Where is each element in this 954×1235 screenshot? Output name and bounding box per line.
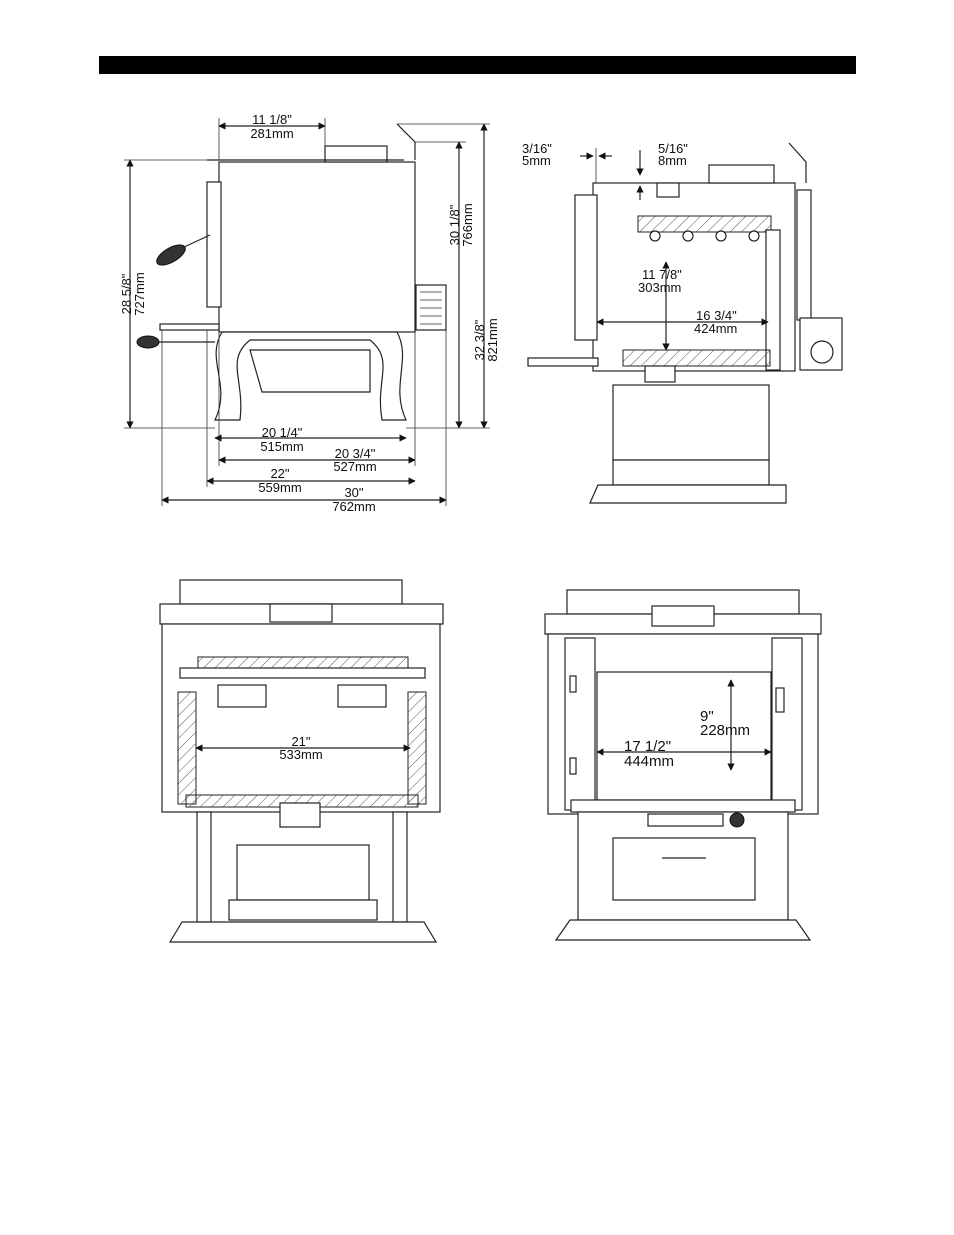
door-handle-icon [156,244,186,266]
ash-handle-icon [136,335,160,349]
pedestal-legs [214,331,407,421]
top-offset-in: 11 1/8" [252,112,292,127]
fan-box [415,284,447,331]
side-view: 11 1/8" 281mm 28 5/8" 727mm 30 1/8" 766m… [119,112,500,514]
rear-width-mm: 533mm [279,747,322,762]
section-view: 3/16" 5mm 5/16" 8mm 11 7/8" 303mm 16 3/4… [522,141,843,504]
length-in: 16 3/4" [696,308,737,323]
base-plate-section [589,484,787,504]
height-b-mm: 727mm [132,272,147,315]
front-height-mm: 228mm [700,722,750,739]
front-view: 9" 228mm 17 1/2" 444mm [544,589,822,941]
front-height-in: 9" [700,708,714,725]
depth-mm: 303mm [638,280,681,295]
height-a-mm: 766mm [460,203,475,246]
base-plate-front [554,919,812,941]
depth-in: 11 7/8" [642,267,682,282]
width-4-mm: 762mm [332,499,375,514]
ash-drawer-rear [236,844,370,901]
front-width-in: 17 1/2" [624,738,671,755]
firebox-rear [161,623,441,813]
height-b-in: 28 5/8" [119,273,134,314]
length-mm: 424mm [694,321,737,336]
flue-collar [324,145,388,163]
width-1-in: 20 1/4" [262,425,303,440]
gap-a-in: 3/16" [522,141,552,156]
width-2-mm: 527mm [333,459,376,474]
height-c-mm: 821mm [485,318,500,361]
door-handle-side [206,181,222,308]
gap-a-mm: 5mm [522,153,551,168]
glass-door [596,671,772,801]
width-3-in: 22" [270,466,289,481]
baffle-section [637,215,772,233]
stove-body [218,161,416,333]
ash-pan-section [612,384,770,461]
height-a-in: 30 1/8" [447,204,462,245]
rear-view: 21" 533mm [159,579,444,943]
door-section [574,194,598,341]
height-c-in: 32 3/8" [472,319,487,360]
hearth-section [622,349,771,367]
air-control-knob-icon [729,812,745,828]
front-width-mm: 444mm [624,753,674,770]
width-4-in: 30" [344,485,363,500]
header-bar [99,56,856,74]
gap-b-mm: 8mm [658,153,687,168]
width-1-mm: 515mm [260,439,303,454]
gap-b-in: 5/16" [658,141,688,156]
width-3-mm: 559mm [258,480,301,495]
base-plate-rear [168,921,438,943]
rear-width-in: 21" [291,734,310,749]
firebox-section [592,182,796,372]
ash-drawer-front [612,837,756,901]
width-2-in: 20 3/4" [335,446,376,461]
top-offset-mm: 281mm [250,126,293,141]
